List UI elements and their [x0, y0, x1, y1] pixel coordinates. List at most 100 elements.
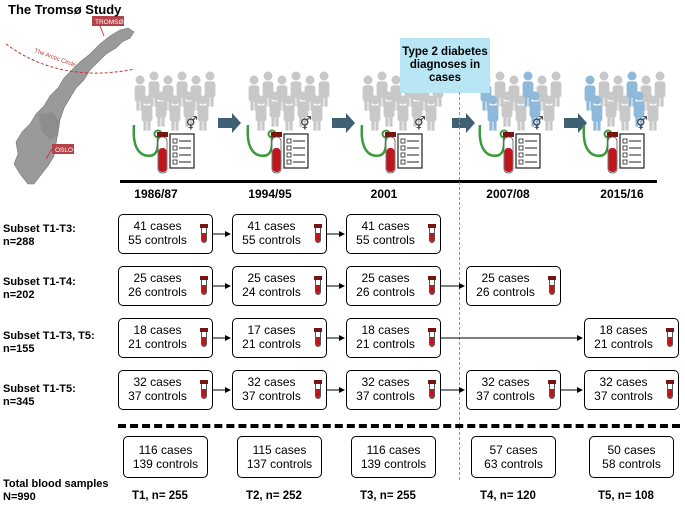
questionnaire-icon: [283, 133, 309, 169]
step-arrow-icon: [564, 113, 587, 133]
gender-symbol-icon: ⚥: [636, 116, 648, 132]
blood-tube-icon: [200, 224, 208, 244]
subset-label: Subset T1-T5:n=345: [3, 383, 76, 408]
blood-tube-icon: [157, 132, 168, 174]
people-group-icon: [248, 71, 330, 131]
blood-tube-icon: [428, 328, 436, 348]
blood-tube-icon: [428, 380, 436, 400]
subset-label: Subset T1-T3, T5:n=155: [3, 330, 95, 355]
diabetes-callout: Type 2 diabetes diagnoses in cases: [400, 38, 490, 93]
step-arrow-icon: [218, 113, 241, 133]
norway-map-icon: The Arctic Circle TROMSØ OSLO: [5, 16, 136, 185]
people-group-icon: [480, 71, 562, 131]
tromso-label: TROMSØ: [95, 19, 124, 26]
timeline-bar: [120, 180, 657, 183]
blood-tube-icon: [548, 276, 556, 296]
timepoint-label: 1994/95: [248, 187, 292, 201]
study-wave-illustration: ⚥: [582, 71, 666, 174]
study-waves: ⚥ ⚥ ⚥ ⚥ ⚥: [132, 71, 666, 174]
study-wave-illustration: ⚥: [478, 71, 562, 174]
subset-label: Subset T1-T4:n=202: [3, 276, 76, 301]
blood-tube-icon: [200, 276, 208, 296]
timepoint-label: 2001: [370, 187, 398, 201]
people-group-icon: [134, 71, 216, 131]
blood-tube-icon: [666, 380, 674, 400]
gender-symbol-icon: ⚥: [414, 116, 426, 132]
questionnaire-icon: [619, 133, 645, 169]
blood-tube-icon: [314, 276, 322, 296]
people-group-icon: [584, 71, 666, 131]
blood-tube-icon: [428, 276, 436, 296]
blood-tube-icon: [314, 328, 322, 348]
blood-tube-icon: [428, 224, 436, 244]
study-wave-illustration: ⚥: [246, 71, 330, 174]
timepoint-total-label: T4, n= 120: [480, 490, 536, 502]
totals-separator: [118, 424, 680, 428]
timepoint-label: 2007/08: [486, 187, 530, 201]
timepoint-label: 1986/87: [134, 187, 178, 201]
timepoint-total-label: T1, n= 255: [132, 490, 188, 502]
gender-symbol-icon: ⚥: [186, 116, 198, 132]
blood-tube-icon: [271, 132, 282, 174]
blood-tube-icon: [607, 132, 618, 174]
timepoint-total-label: T2, n= 252: [246, 490, 302, 502]
blood-tube-icon: [666, 328, 674, 348]
step-arrow-icon: [332, 113, 355, 133]
blood-tube-icon: [314, 224, 322, 244]
timepoint-total-label: T3, n= 255: [360, 490, 416, 502]
blood-tube-icon: [200, 328, 208, 348]
arctic-circle-line: [5, 43, 136, 74]
questionnaire-icon: [397, 133, 423, 169]
questionnaire-icon: [169, 133, 195, 169]
gender-symbol-icon: ⚥: [532, 116, 544, 132]
blood-tube-icon: [200, 380, 208, 400]
timepoint-label: 2015/16: [600, 187, 644, 201]
timepoint-total-label: T5, n= 108: [598, 490, 654, 502]
step-arrow-icon: [452, 113, 475, 133]
blood-tube-icon: [548, 380, 556, 400]
subset-label: Subset T1-T3:n=288: [3, 223, 76, 248]
study-title: The Tromsø Study: [8, 2, 122, 17]
blood-tube-icon: [385, 132, 396, 174]
study-wave-illustration: ⚥: [132, 71, 216, 174]
gender-symbol-icon: ⚥: [300, 116, 312, 132]
